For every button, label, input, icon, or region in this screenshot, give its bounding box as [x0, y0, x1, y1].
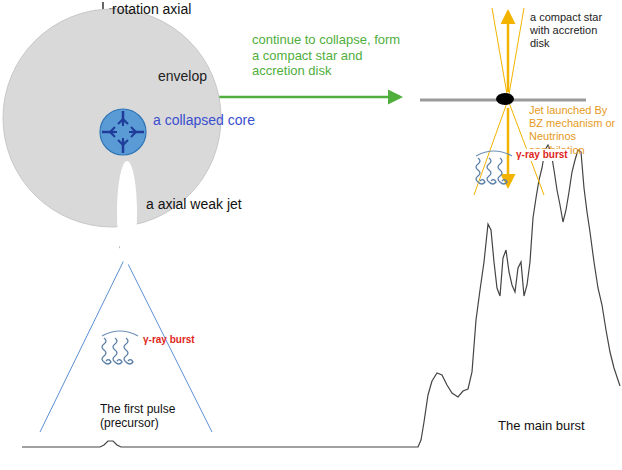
main-burst-label: The main burst	[498, 418, 585, 434]
gamma-wave	[113, 338, 122, 364]
gamma-wave	[476, 158, 485, 184]
node-label: envelop	[158, 68, 207, 85]
node-label: a compact star with accretion disk	[530, 11, 616, 51]
compact-star	[496, 93, 514, 105]
core-fill	[100, 109, 146, 155]
envelope-circle: envelop a collapsed core	[2, 8, 222, 228]
pulse-label: The first pulse (precursor)	[100, 402, 200, 431]
core-shape	[99, 108, 147, 156]
gamma-wave	[498, 158, 507, 184]
collapsed-core: a collapsed core	[99, 108, 147, 156]
gamma-wave	[102, 338, 111, 364]
jet-label: a axial weak jet	[146, 196, 242, 213]
infall-arrowhead	[129, 127, 136, 137]
infall-arrowhead	[118, 138, 128, 145]
jet-cavity	[117, 161, 137, 265]
gamma-wave	[487, 158, 496, 184]
axis-label: rotation axial	[112, 1, 191, 18]
jet-cone	[474, 100, 508, 195]
edge-label: continue to collapse, form a compact sta…	[252, 32, 402, 79]
jet-cone	[492, 8, 508, 100]
infall-arrowhead	[118, 119, 128, 126]
wave-arc	[102, 331, 138, 336]
gamma-wave	[124, 338, 133, 364]
jet-arrow	[507, 108, 510, 186]
wave-arc	[476, 151, 512, 156]
node-label: a collapsed core	[153, 112, 255, 129]
burst-label: γ-ray burst	[514, 149, 570, 161]
compact-star-node: a compact star with accretion disk	[400, 5, 618, 115]
jet-cone	[508, 8, 524, 100]
infall-arrowhead	[110, 127, 117, 137]
burst-label: γ-ray burst	[143, 334, 195, 346]
jet-arrow	[507, 12, 510, 92]
